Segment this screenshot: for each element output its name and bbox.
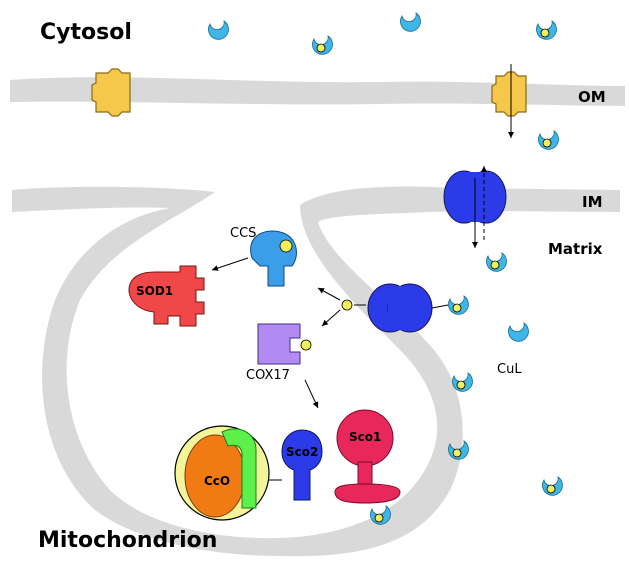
- ligand-icon: [400, 12, 421, 32]
- sco2-protein-icon: [281, 429, 323, 501]
- sod1-protein-icon: [128, 265, 205, 327]
- ligand-icon: [448, 295, 469, 315]
- cco-complex-icon: [174, 425, 270, 521]
- mitochondrion-label: Mitochondrion: [38, 528, 218, 553]
- ligand-icon: [536, 20, 557, 40]
- cox17-label: COX17: [246, 368, 290, 383]
- outer-membrane: [10, 77, 625, 106]
- cytosol-label: Cytosol: [40, 20, 132, 45]
- ccs-protein-icon: [250, 230, 297, 287]
- im-label: IM: [582, 193, 603, 211]
- matrix-transporter-icon: [367, 283, 433, 333]
- ligand-icon: [208, 20, 229, 40]
- ligand-icon: [452, 372, 473, 392]
- ligand-icon: [538, 130, 559, 150]
- sco2-label: Sco2: [286, 445, 319, 459]
- ligand-icon: [312, 35, 333, 55]
- sco1-protein-icon: [334, 409, 401, 504]
- porin-right-icon: [491, 71, 527, 117]
- copper-ion-icon: [341, 299, 353, 311]
- cul-label: CuL: [497, 362, 522, 377]
- sod1-label: SOD1: [136, 284, 174, 298]
- cco-label: CcO: [204, 474, 231, 488]
- porin-left-icon: [91, 68, 131, 117]
- ligand-icon: [486, 252, 507, 272]
- ccs-label: CCS: [230, 226, 257, 241]
- inner-membrane: [12, 186, 620, 557]
- ligand-icon: [508, 322, 529, 342]
- ligand-icon: [370, 505, 391, 525]
- matrix-label: Matrix: [548, 240, 603, 258]
- cox17-protein-icon: [257, 323, 312, 365]
- ligand-icon: [542, 476, 563, 496]
- sco1-label: Sco1: [349, 430, 382, 444]
- om-label: OM: [578, 88, 606, 106]
